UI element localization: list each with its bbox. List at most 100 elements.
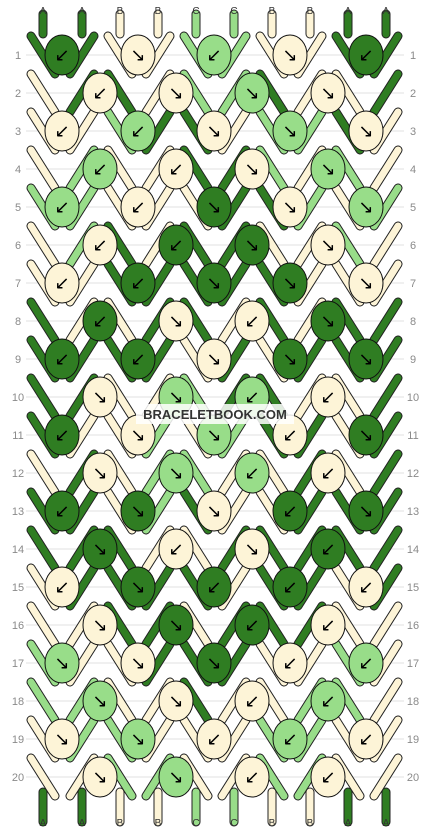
knot-arrow-icon: ↘ [206,501,221,522]
knot [272,718,308,760]
knot [44,186,80,228]
row-number-right: 11 [407,430,418,442]
knot-arrow-icon: ↘ [130,501,145,522]
row-number-left: 20 [12,772,24,784]
row-number-right: 16 [407,620,419,632]
knot [44,338,80,380]
knot [82,452,118,494]
knot [120,718,156,760]
knot-arrow-icon: ↙ [320,387,335,408]
knot [272,262,308,304]
knot [158,680,194,722]
strand-segment [370,678,402,724]
knot [348,186,384,228]
knot [234,224,270,266]
knot-arrow-icon: ↙ [130,121,145,142]
knot-arrow-icon: ↘ [244,539,259,560]
knot [44,414,80,456]
row-number-right: 1 [410,50,416,62]
row-number-left: 8 [15,316,21,328]
knot [82,756,118,798]
knot [158,72,194,114]
row-number-left: 16 [12,620,24,632]
strand-label-top: A [383,6,390,17]
row-number-left: 1 [15,50,21,62]
row-number-left: 14 [12,544,24,556]
knot [310,452,346,494]
knot-arrow-icon: ↘ [358,273,373,294]
knot-arrow-icon: ↘ [282,197,297,218]
knot-arrow-icon: ↘ [130,729,145,750]
row-number-left: 11 [12,430,23,442]
knot [44,34,80,76]
knot-arrow-icon: ↘ [206,273,221,294]
row-number-left: 5 [15,202,21,214]
knot [310,72,346,114]
knot-arrow-icon: ↘ [206,425,221,446]
knot-arrow-icon: ↘ [244,159,259,180]
strand-segment [27,602,59,648]
knot-arrow-icon: ↙ [92,235,107,256]
knot-arrow-icon: ↙ [54,349,69,370]
strand-label-top: B [269,6,276,17]
knot-arrow-icon: ↙ [282,653,297,674]
knot [158,528,194,570]
strand-segment [370,298,402,344]
strand-segment [370,450,402,496]
knot-arrow-icon: ↙ [244,615,259,636]
knot [120,110,156,152]
knot-arrow-icon: ↙ [168,539,183,560]
strand-label-bottom: B [307,818,314,829]
knot-arrow-icon: ↘ [168,463,183,484]
strand-label-bottom: A [383,818,390,829]
knot-arrow-icon: ↘ [130,425,145,446]
knot-arrow-icon: ↙ [54,425,69,446]
knot-arrow-icon: ↘ [358,501,373,522]
knot-arrow-icon: ↙ [358,577,373,598]
knot [272,566,308,608]
knot-arrow-icon: ↘ [282,45,297,66]
knot-arrow-icon: ↘ [54,653,69,674]
knot-arrow-icon: ↙ [282,577,297,598]
row-number-right: 15 [407,582,419,594]
strand-segment [27,678,59,724]
strand-segment [27,754,59,800]
knot [44,718,80,760]
knot [196,566,232,608]
strand-label-bottom: A [79,818,86,829]
knot-arrow-icon: ↙ [244,311,259,332]
row-number-left: 10 [12,392,24,404]
knot-arrow-icon: ↙ [54,501,69,522]
knot [310,528,346,570]
knot [234,528,270,570]
knot [82,148,118,190]
knot-arrow-icon: ↘ [320,159,335,180]
knot-arrow-icon: ↙ [130,273,145,294]
strand-segment [27,374,59,420]
row-number-right: 18 [407,696,419,708]
knot-arrow-icon: ↘ [92,463,107,484]
knot-arrow-icon: ↙ [320,539,335,560]
row-number-right: 17 [407,658,419,670]
knot-arrow-icon: ↘ [282,349,297,370]
strand-label-top: C [230,6,237,17]
knot-arrow-icon: ↘ [92,691,107,712]
strand-segment [27,298,59,344]
knot-arrow-icon: ↙ [244,387,259,408]
knot [158,604,194,646]
knot [234,72,270,114]
knot [196,34,232,76]
knot-arrow-icon: ↙ [92,83,107,104]
knot-arrow-icon: ↙ [168,235,183,256]
knot-arrow-icon: ↘ [92,767,107,788]
knot [196,110,232,152]
knot [44,566,80,608]
row-number-right: 3 [410,126,416,138]
strand-label-top: A [79,6,86,17]
strand-label-bottom: C [192,818,199,829]
knot [348,34,384,76]
strand-segment [370,70,402,116]
row-number-right: 8 [410,316,416,328]
knot [272,34,308,76]
